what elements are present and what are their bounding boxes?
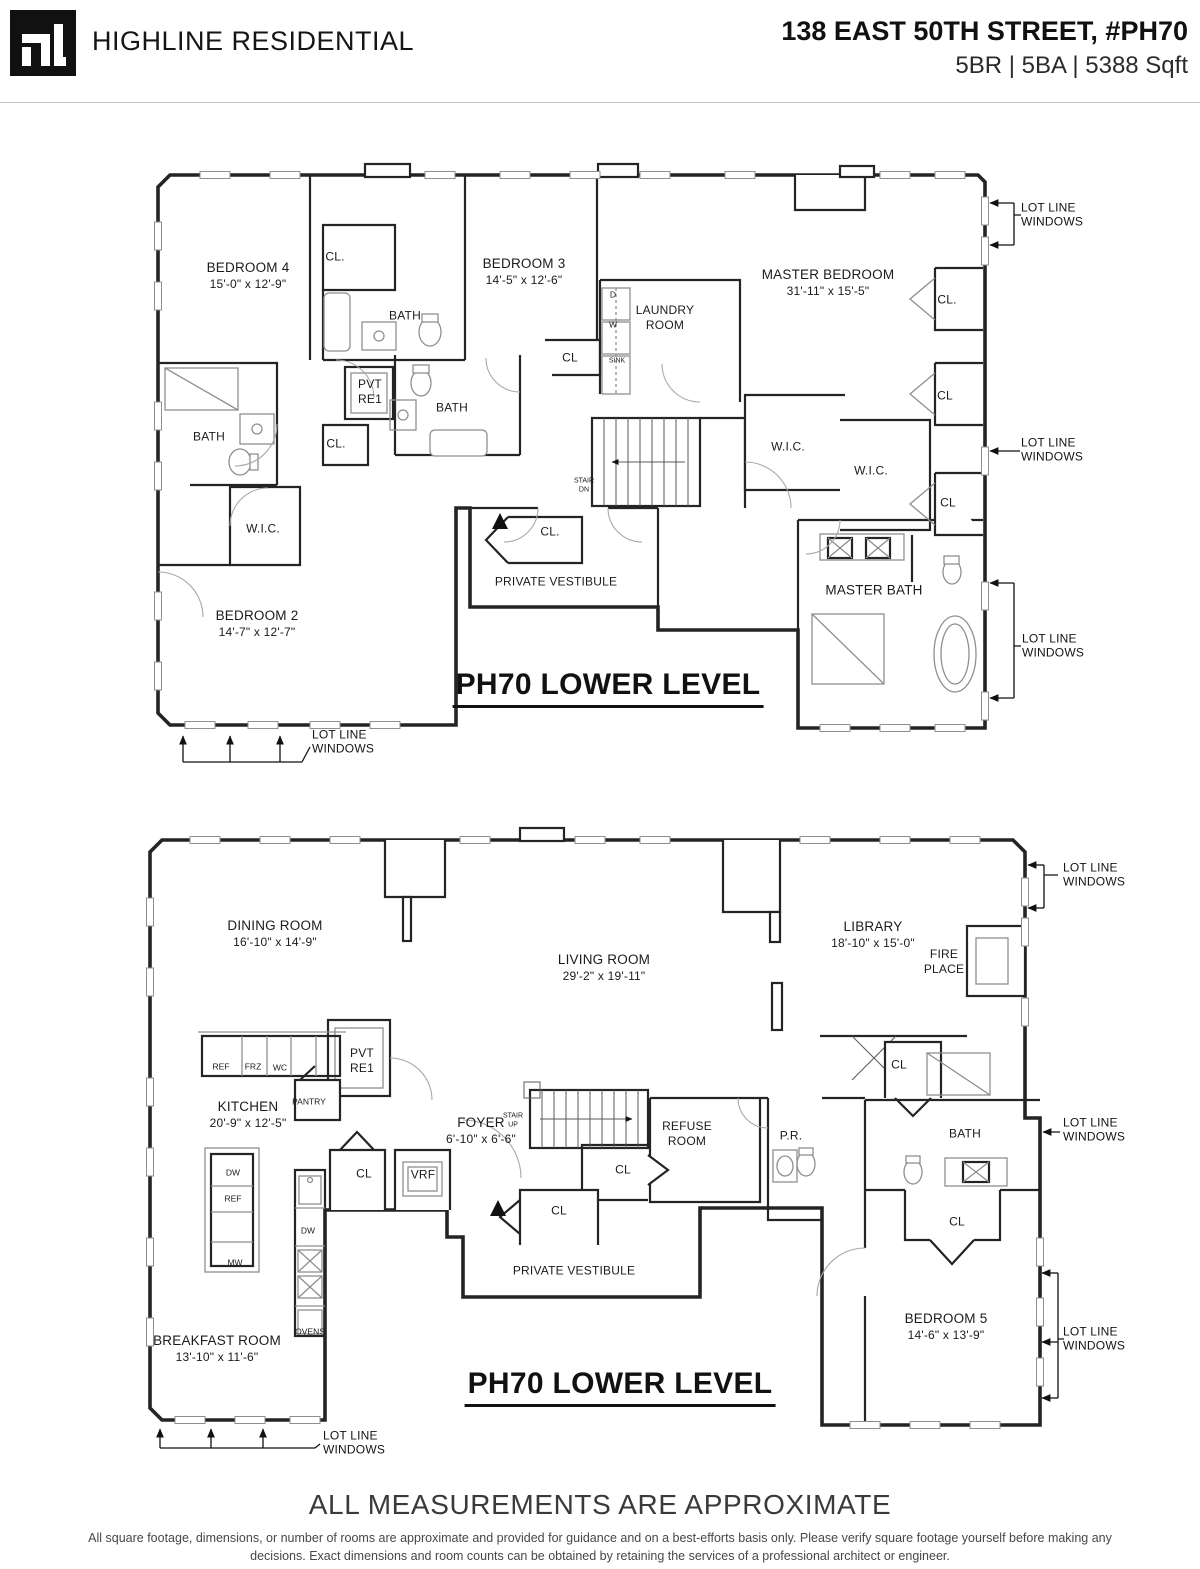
upper-plan-title: PH70 LOWER LEVEL — [452, 668, 764, 708]
sink-label: SINK — [608, 357, 626, 365]
lot-line-windows-note: LOT LINE WINDOWS — [1021, 200, 1084, 229]
logo-glyph — [22, 24, 66, 66]
lower-stairs — [523, 1081, 650, 1150]
lot-line-windows-note: LOT LINE WINDOWS — [1022, 631, 1085, 660]
walk-in-closet-label: W.I.C. — [854, 463, 888, 478]
closet-label: CL — [937, 388, 953, 403]
dishwasher-label: DW — [300, 1225, 316, 1236]
highline-logo-icon — [10, 10, 76, 76]
closet-label: CL — [615, 1162, 631, 1177]
closet-label: CL. — [325, 249, 345, 264]
lower-plan-title: PH70 LOWER LEVEL — [464, 1367, 776, 1407]
room-label-master-bedroom: MASTER BEDROOM 31'-11" x 15'-5" — [761, 267, 895, 298]
closet-label: CL — [562, 350, 578, 365]
wine-cooler-label: WC — [272, 1062, 288, 1073]
private-vestibule-label: PRIVATE VESTIBULE — [494, 574, 618, 589]
pantry-label: PANTRY — [292, 1096, 326, 1107]
refrigerator-label: REF — [212, 1061, 230, 1072]
bath-label: BATH — [389, 308, 421, 323]
disclaimer-line-2: decisions. Exact dimensions and room cou… — [250, 1549, 950, 1563]
header-divider — [0, 102, 1200, 103]
walk-in-closet-label: W.I.C. — [246, 521, 280, 536]
powder-room-label: P.R. — [779, 1128, 803, 1143]
lot-line-windows-note: LOT LINE WINDOWS — [1021, 435, 1084, 464]
ovens-label: OVENS — [295, 1326, 325, 1337]
closet-label: CL. — [326, 436, 346, 451]
closet-label: CL. — [540, 524, 560, 539]
dishwasher-label: DW — [225, 1167, 241, 1178]
stair-down-label: STAIR DN — [573, 477, 595, 493]
closet-label: CL — [949, 1214, 965, 1229]
private-elevator-label: PVT RE1 — [350, 1046, 374, 1075]
bath-label: BATH — [436, 400, 468, 415]
room-label-library: LIBRARY 18'-10" x 15'-0" — [831, 919, 915, 950]
lot-line-windows-note: LOT LINE WINDOWS — [312, 727, 375, 756]
closet-label: CL — [551, 1203, 567, 1218]
microwave-label: MW — [227, 1257, 243, 1268]
closet-label: CL. — [937, 292, 957, 307]
upper-windows — [154, 171, 989, 732]
dryer-label: D — [609, 289, 617, 300]
wine-fridge-label: VRF — [410, 1167, 436, 1182]
lot-line-windows-note: LOT LINE WINDOWS — [1063, 1324, 1126, 1353]
lot-line-windows-note: LOT LINE WINDOWS — [1063, 1115, 1126, 1144]
private-vestibule-label: PRIVATE VESTIBULE — [512, 1263, 636, 1278]
closet-label: CL — [356, 1166, 372, 1181]
room-label-living-room: LIVING ROOM 29'-2" x 19'-11" — [557, 952, 651, 983]
master-bath-label: MASTER BATH — [825, 582, 923, 598]
listing-address: 138 EAST 50TH STREET, #PH70 — [781, 16, 1188, 46]
room-label-bedroom-2: BEDROOM 2 14'-7" x 12'-7" — [215, 608, 299, 639]
listing-specs: 5BR | 5BA | 5388 Sqft — [955, 52, 1188, 79]
bath-label: BATH — [949, 1126, 981, 1141]
closet-label: CL — [940, 495, 956, 510]
lot-line-windows-note: LOT LINE WINDOWS — [1063, 860, 1126, 889]
walk-in-closet-label: W.I.C. — [771, 439, 805, 454]
room-label-bedroom-3: BEDROOM 3 14'-5" x 12'-6" — [482, 256, 566, 287]
room-label-laundry: LAUNDRY ROOM — [635, 303, 695, 332]
refrigerator-label: REF — [224, 1193, 242, 1204]
closet-label: CL — [891, 1057, 907, 1072]
room-label-foyer: FOYER 6'-10" x 6'-6" — [446, 1115, 516, 1146]
private-elevator-label: PVT RE1 — [358, 377, 382, 406]
room-label-dining-room: DINING ROOM 16'-10" x 14'-9" — [227, 918, 323, 949]
lot-line-windows-note: LOT LINE WINDOWS — [323, 1428, 386, 1457]
fireplace-label: FIRE PLACE — [923, 947, 965, 976]
brand-name: HIGHLINE RESIDENTIAL — [92, 26, 415, 56]
room-label-breakfast-room: BREAKFAST ROOM 13'-10" x 11'-6" — [153, 1333, 281, 1364]
room-label-bedroom-4: BEDROOM 4 15'-0" x 12'-9" — [206, 260, 290, 291]
stair-up-label: STAIR UP — [502, 1112, 524, 1128]
bath-label: BATH — [193, 429, 225, 444]
upper-stairs — [590, 416, 702, 508]
washer-label: W — [608, 319, 618, 330]
room-label-kitchen: KITCHEN 20'-9" x 12'-5" — [209, 1099, 287, 1130]
room-label-bedroom-5: BEDROOM 5 14'-6" x 13'-9" — [904, 1311, 988, 1342]
freezer-label: FRZ — [244, 1061, 262, 1072]
measurements-approximate-note: ALL MEASUREMENTS ARE APPROXIMATE — [308, 1489, 892, 1520]
disclaimer-line-1: All square footage, dimensions, or numbe… — [88, 1531, 1112, 1545]
refuse-room-label: REFUSE ROOM — [662, 1119, 712, 1148]
